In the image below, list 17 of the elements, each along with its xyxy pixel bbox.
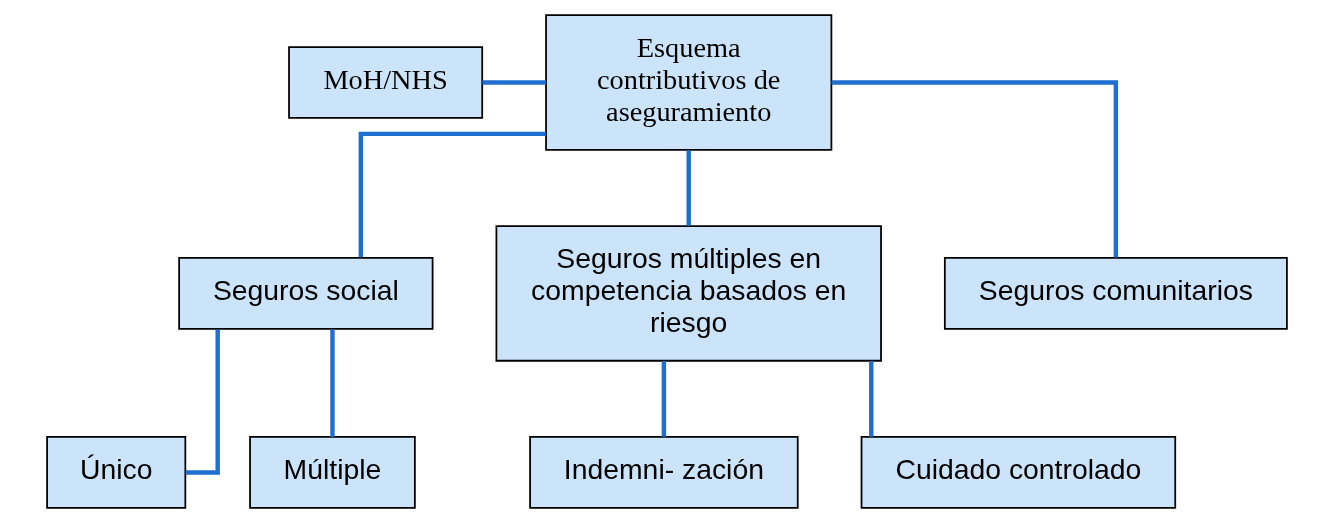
node-box: MoH/NHS — [287, 46, 483, 119]
connector — [358, 131, 546, 258]
connector — [868, 361, 873, 437]
connector — [481, 80, 546, 85]
node-box: Cuidado controlado — [860, 436, 1176, 509]
node-box: Único — [45, 436, 186, 509]
connector — [329, 329, 335, 437]
node-box: Esquema contributivos de aseguramiento — [544, 14, 832, 151]
node-box: Indemni- zación — [528, 436, 799, 509]
node-box: Seguros comunitarios — [943, 257, 1288, 330]
connector — [686, 150, 691, 226]
node-box: Múltiple — [248, 436, 416, 509]
connector — [661, 361, 666, 437]
connector — [831, 80, 1118, 258]
connector — [185, 329, 220, 475]
node-box: Seguros social — [177, 257, 433, 330]
node-box: Seguros múltiples en competencia basados en riesgo — [495, 225, 882, 362]
